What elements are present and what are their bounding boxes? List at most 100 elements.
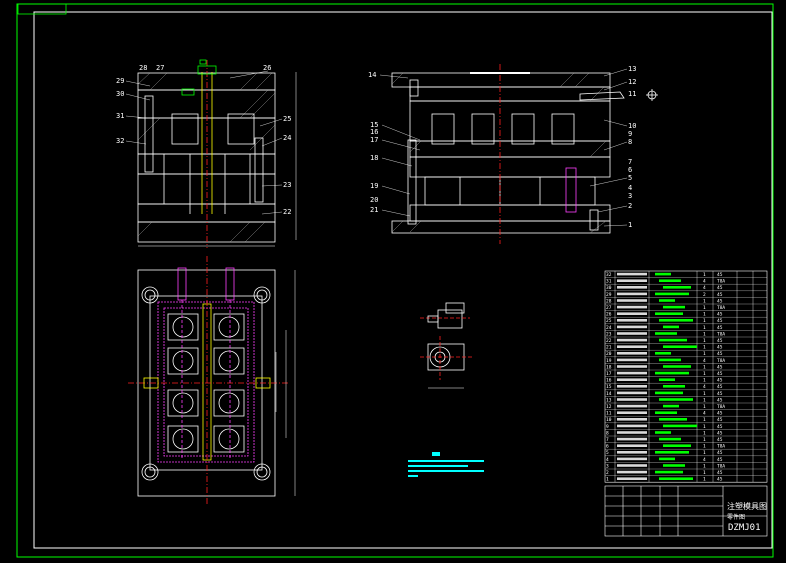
- bom-row-code: [617, 385, 647, 388]
- bom-row-number: 28: [606, 298, 612, 304]
- bom-row-material: 45: [717, 364, 723, 370]
- bom-row-name: [663, 444, 691, 447]
- bom-row-name: [659, 358, 681, 362]
- title-block-text: 注塑模具图 零件图 DZMJ01: [727, 501, 767, 533]
- label-22: 22: [283, 208, 291, 216]
- bom-row-number: 30: [606, 285, 612, 291]
- bom-row-number: 13: [606, 397, 612, 403]
- drawing-subtitle: 零件图: [727, 513, 745, 521]
- label-10: 10: [628, 122, 636, 130]
- bom-row-name: [659, 477, 693, 480]
- label-8: 8: [628, 138, 632, 146]
- label-19: 19: [370, 182, 378, 190]
- bom-row-code: [617, 424, 647, 428]
- bom-row-number: 12: [606, 404, 612, 410]
- bom-row-code: [617, 325, 647, 329]
- bom-row-code: [617, 437, 647, 441]
- drawing-border: [16, 3, 774, 558]
- front-leaders: [379, 68, 628, 227]
- bom-row-name: [655, 332, 677, 335]
- bom-row-qty: 4: [703, 384, 706, 390]
- label-15: 15: [370, 121, 378, 129]
- bom-row-code: [617, 457, 647, 461]
- label-29: 29: [116, 77, 124, 85]
- bom-row-number: 6: [606, 444, 609, 450]
- bom-row-code: [617, 464, 647, 467]
- bom-row-qty: 1: [703, 477, 706, 483]
- bom-row-material: T8A: [717, 358, 725, 364]
- bom-row-qty: 2: [703, 292, 706, 298]
- side-section-view: [137, 59, 297, 248]
- bom-row-code: [617, 477, 647, 480]
- bom-row-code: [617, 319, 647, 322]
- bom-row-code: [617, 365, 647, 368]
- bom-row-qty: 1: [703, 417, 706, 423]
- bom-row-name: [663, 305, 685, 309]
- bom-row-qty: 1: [703, 351, 706, 357]
- bom-row-material: 45: [717, 325, 723, 331]
- bom-row-name: [659, 457, 675, 461]
- label-21: 21: [370, 206, 378, 214]
- bom-row-number: 3: [606, 463, 609, 469]
- bom-row-number: 22: [606, 338, 612, 344]
- label-6: 6: [628, 166, 632, 174]
- bom-row-material: 45: [717, 318, 723, 324]
- bom-row-name: [663, 404, 679, 408]
- bom-row-material: 45: [717, 298, 723, 304]
- bom-row-qty: 1: [703, 463, 706, 469]
- bom-row-name: [663, 345, 697, 348]
- label-7: 7: [628, 158, 632, 166]
- plan-view: [128, 256, 296, 505]
- bom-row-material: T8A: [717, 444, 725, 450]
- front-section-view: [391, 64, 625, 244]
- bom-row-code: [617, 391, 647, 395]
- bom-row-code: [617, 371, 647, 375]
- bom-row-name: [655, 451, 689, 454]
- bom-row-qty: 1: [703, 371, 706, 377]
- bom-row-code: [617, 279, 647, 282]
- bom-row-number: 19: [606, 358, 612, 364]
- bom-row-name: [655, 391, 683, 395]
- bom-row-material: 45: [717, 378, 723, 384]
- bom-row-name: [663, 464, 685, 467]
- bom-row-qty: 4: [703, 358, 706, 364]
- bom-row-qty: 4: [703, 411, 706, 417]
- bom-row-material: 45: [717, 457, 723, 463]
- bom-row-number: 25: [606, 318, 612, 324]
- bom-row-qty: 1: [703, 318, 706, 324]
- bom-row-material: 45: [717, 450, 723, 456]
- label-16: 16: [370, 128, 378, 136]
- bom-row-qty: 1: [703, 364, 706, 370]
- label-2: 2: [628, 202, 632, 210]
- bom-row-material: 45: [717, 285, 723, 291]
- label-31: 31: [116, 112, 124, 120]
- bom-row-name: [663, 286, 691, 289]
- bom-row-material: 45: [717, 371, 723, 377]
- label-24: 24: [283, 134, 291, 142]
- bom-row-name: [655, 371, 689, 375]
- side-section-labels: 26 27 28 29 30 31 32 25 24 23 22: [116, 64, 291, 216]
- bom-row-name: [663, 365, 691, 368]
- bom-row-material: 45: [717, 272, 723, 278]
- bom-row-code: [617, 378, 647, 381]
- bom-row-material: 45: [717, 351, 723, 357]
- bom-row-material: T8A: [717, 305, 725, 311]
- bom-row-qty: 4: [703, 457, 706, 463]
- bom-row-number: 20: [606, 351, 612, 357]
- label-23: 23: [283, 181, 291, 189]
- bom-row-qty: 1: [703, 325, 706, 331]
- bom-row-code: [617, 305, 647, 309]
- bom-row-code: [617, 352, 647, 355]
- label-9: 9: [628, 130, 632, 138]
- bom-row-code: [617, 431, 647, 434]
- bom-row-name: [659, 418, 687, 421]
- bom-row-name: [659, 299, 675, 302]
- bom-row-code: [617, 444, 647, 447]
- crosshair-icon: [646, 89, 658, 101]
- bom-row-name: [655, 292, 689, 296]
- bom-row-name: [659, 437, 681, 441]
- label-14: 14: [368, 71, 376, 79]
- label-5: 5: [628, 174, 632, 182]
- front-section-labels: 14 13 12 11 10 9 8 7 6 5 4 3 2 1 15 16 1…: [368, 65, 636, 229]
- bom-row-number: 32: [606, 272, 612, 278]
